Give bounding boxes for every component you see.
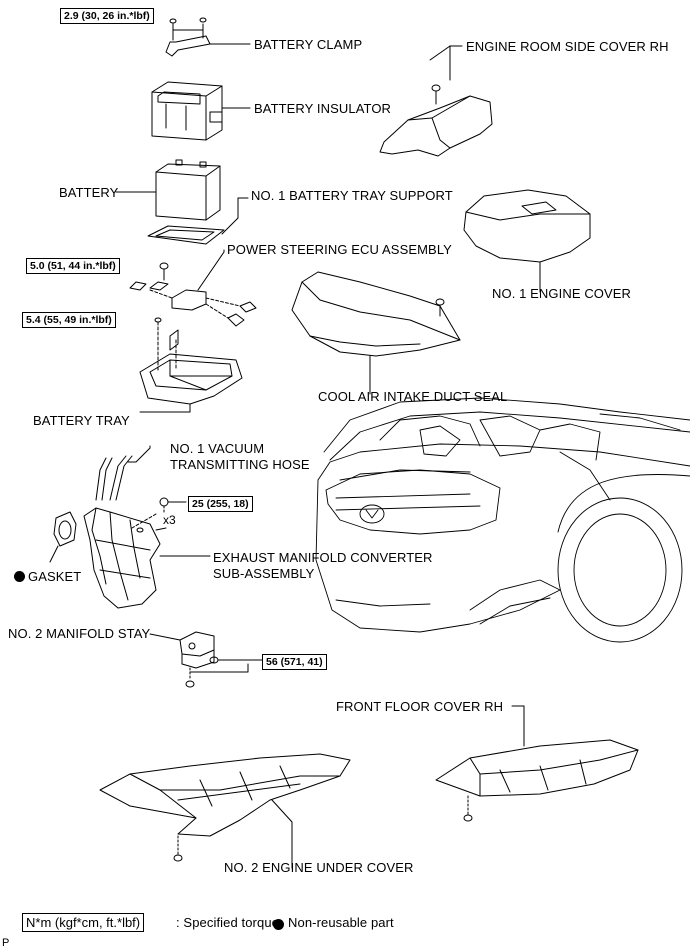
torque-battery-clamp: 2.9 (30, 26 in.*lbf): [60, 8, 154, 24]
legend-torque-box: N*m (kgf*cm, ft.*lbf): [22, 913, 145, 932]
battery-tray-drawing: [139, 317, 243, 413]
label-no1-battery-tray-support: NO. 1 BATTERY TRAY SUPPORT: [251, 188, 453, 203]
power-steering-ecu-drawing: [129, 249, 257, 327]
label-no2-manifold-stay: NO. 2 MANIFOLD STAY: [8, 626, 151, 641]
legend-specified-torque: : Specified torque: [176, 915, 279, 930]
non-reusable-dot-gasket: [14, 571, 25, 582]
label-battery: BATTERY: [59, 185, 119, 200]
manifold-stay-drawing: [149, 631, 263, 688]
gasket-drawing: [49, 511, 77, 563]
engine-under-cover-drawing: [99, 753, 351, 869]
label-vacuum-hose-line1: NO. 1 VACUUM: [170, 441, 265, 456]
label-front-floor-cover-rh: FRONT FLOOR COVER RH: [336, 699, 504, 714]
engine-cover-drawing: [463, 189, 591, 293]
battery-tray-support-drawing: [147, 197, 249, 245]
label-cool-air-intake-duct-seal: COOL AIR INTAKE DUCT SEAL: [318, 389, 508, 404]
label-exhaust-line2: SUB-ASSEMBLY: [213, 566, 315, 581]
label-battery-insulator: BATTERY INSULATOR: [254, 101, 392, 116]
torque-manifold-stay: 56 (571, 41): [262, 654, 327, 670]
label-battery-clamp: BATTERY CLAMP: [254, 37, 363, 52]
engine-room-side-cover-drawing: [379, 45, 493, 157]
label-battery-tray: BATTERY TRAY: [33, 413, 130, 428]
legend-non-reusable-dot: [273, 919, 284, 930]
vehicle-front-drawing: [315, 397, 690, 643]
label-engine-room-side-cover-rh: ENGINE ROOM SIDE COVER RH: [466, 39, 669, 54]
label-power-steering-ecu: POWER STEERING ECU ASSEMBLY: [227, 242, 452, 257]
torque-battery-tray: 5.4 (55, 49 in.*lbf): [22, 312, 116, 328]
label-gasket: GASKET: [28, 569, 82, 584]
battery-drawing: [119, 159, 221, 221]
front-floor-cover-drawing: [435, 705, 639, 822]
vacuum-hose-drawing: [95, 445, 151, 501]
label-no1-engine-cover: NO. 1 ENGINE COVER: [492, 286, 632, 301]
label-no2-engine-under-cover: NO. 2 ENGINE UNDER COVER: [224, 860, 414, 875]
cool-air-intake-duct-seal-drawing: [291, 271, 461, 395]
leader-lines: [115, 191, 121, 193]
exhaust-manifold-drawing: [83, 497, 211, 609]
legend-non-reusable-part: Non-reusable part: [288, 915, 394, 930]
torque-exhaust-nuts: 25 (255, 18): [188, 496, 253, 512]
battery-clamp-drawing: [165, 17, 251, 57]
torque-ecu: 5.0 (51, 44 in.*lbf): [26, 258, 120, 274]
battery-insulator-drawing: [151, 81, 251, 141]
label-exhaust-line1: EXHAUST MANIFOLD CONVERTER: [213, 550, 433, 565]
corner-mark: P: [2, 937, 10, 949]
label-vacuum-hose-line2: TRANSMITTING HOSE: [170, 457, 310, 472]
quantity-x3: x3: [163, 513, 176, 527]
